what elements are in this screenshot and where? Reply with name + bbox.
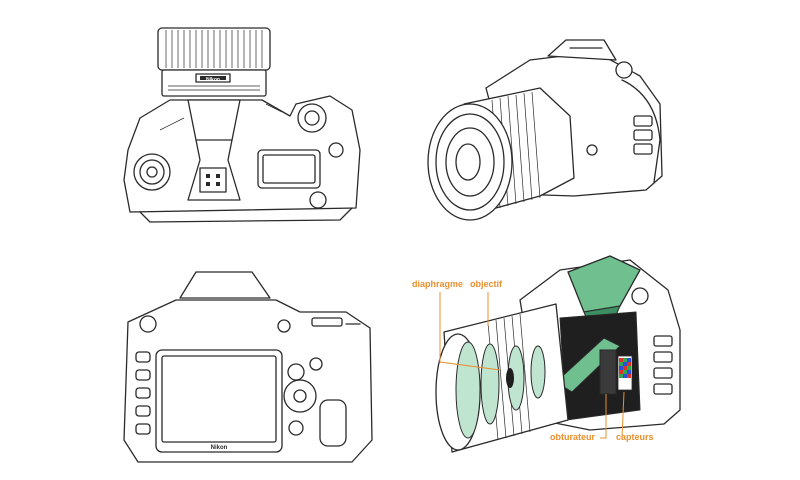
camera-cutaway-view [435,255,681,453]
camera-top-view [123,27,361,223]
diaphragm-aperture [506,368,514,388]
leader-capteurs [621,391,625,439]
back-lcd-screen [161,355,277,443]
label-diaphragme: diaphragme [412,279,464,289]
camera-back-view: Nikon [123,271,373,463]
label-obturateur: obturateur [550,432,595,442]
camera-front-view [427,39,663,221]
lens-icon [435,303,569,453]
leader-diaphragme [439,292,501,371]
top-shutter-button [297,103,327,133]
back-logo: Nikon [211,445,228,451]
back-lcd-frame [155,349,283,453]
leader-obturateur [600,394,607,439]
label-capteurs: capteurs [616,432,654,442]
shutter [599,349,617,395]
top-mode-dial [133,153,171,191]
back-multi-selector [283,379,317,413]
label-objectif: objectif [470,279,503,289]
top-lcd [257,149,321,189]
mirror-icon [567,255,641,313]
front-lens [427,87,575,221]
top-lens-grip [165,30,263,68]
top-logo: Nikon [206,77,220,83]
sensor-icon [617,355,633,391]
